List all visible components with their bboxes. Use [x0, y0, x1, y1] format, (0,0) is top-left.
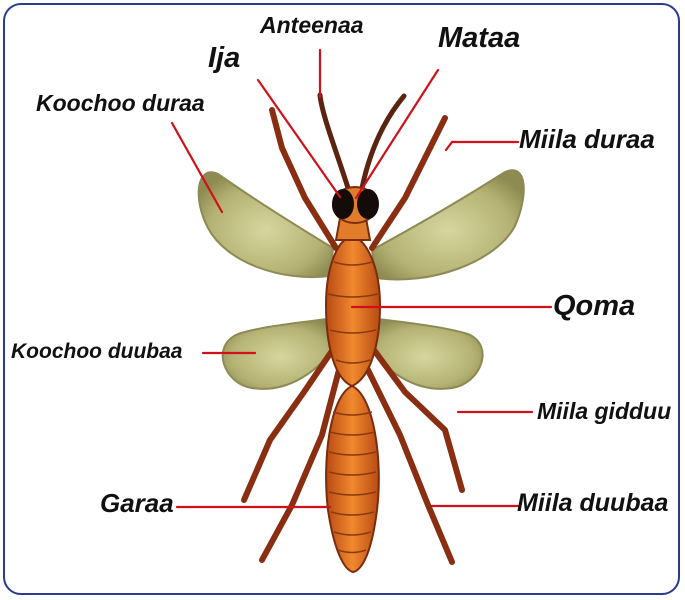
label-ija: Ija [208, 44, 240, 73]
label-koochoo-duubaa: Koochoo duubaa [11, 341, 183, 362]
leader-miila-duraa [446, 142, 518, 150]
front-wing-left [199, 172, 333, 277]
label-mataa: Mataa [438, 24, 520, 53]
insect-abdomen [326, 386, 379, 572]
label-garaa: Garaa [100, 490, 174, 516]
label-anteenaa: Anteenaa [260, 14, 364, 37]
leader-koochoo-duraa [172, 123, 222, 212]
front-wing-right [372, 170, 524, 279]
label-miila-duubaa: Miila duubaa [517, 491, 668, 516]
leader-mataa [356, 70, 438, 198]
compound-eye-left [332, 189, 354, 219]
label-miila-gidduu: Miila gidduu [537, 400, 671, 423]
label-koochoo-duraa: Koochoo duraa [36, 92, 205, 115]
label-miila-duraa: Miila duraa [519, 126, 655, 152]
hind-wing-right [366, 318, 483, 389]
label-qoma: Qoma [553, 292, 635, 321]
antenna-right [362, 96, 404, 188]
compound-eye-right [357, 189, 379, 219]
